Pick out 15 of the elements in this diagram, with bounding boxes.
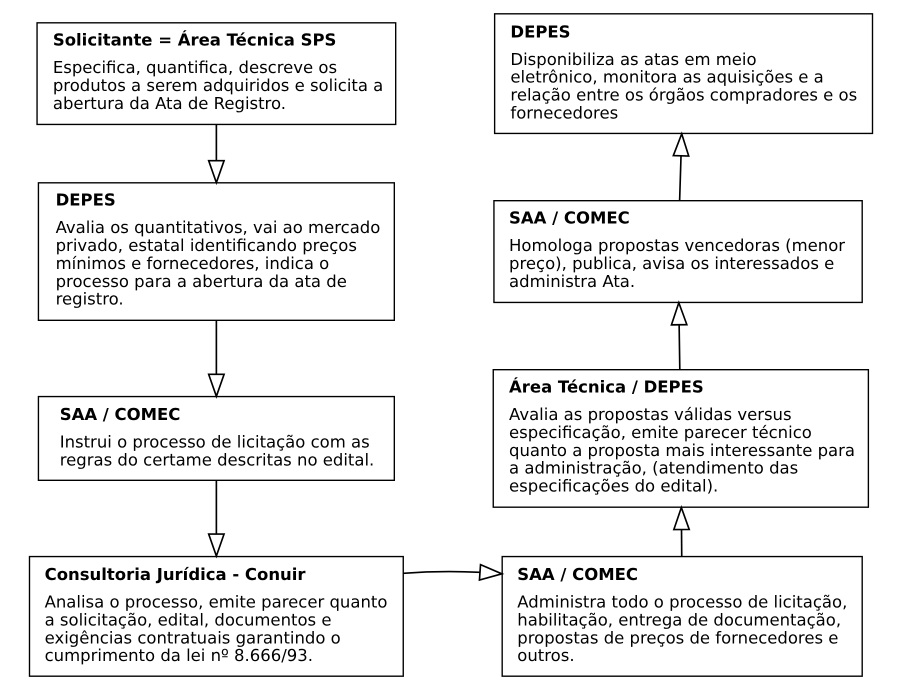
node-box: Consultoria Jurídica - Conuir Analisa o processo, emite parecer quanto a solicitação, edital, documentos e exigências contratuais garantindo o cumprimento da lei nº 8.666/93. <box>28 556 404 677</box>
arrow <box>670 300 688 370</box>
node-box: SAA / COMEC Instrui o processo de licitação com as regras do certame descritas no edital. <box>38 396 395 482</box>
node-box: SAA / COMEC Administra todo o processo de licitação, habilitação, entrega de documentação, propostas de preços de fornecedores e outros. <box>502 556 863 677</box>
arrow <box>208 124 226 186</box>
arrow <box>208 320 226 399</box>
node-box: DEPES Disponibiliza as atas em meio eletrônico, monitora as aquisições e a relação entre os órgãos compradores e os fornecedores <box>494 13 874 134</box>
arrow <box>208 480 226 558</box>
arrow <box>672 131 690 201</box>
node-box: Solicitante = Área Técnica SPS Especifica, quantifica, descreve os produtos a serem adquiridos e solicita a abertura da Ata de Registro. <box>36 22 396 126</box>
node-box: SAA / COMEC Homologa propostas vencedoras (menor preço), publica, avisa os interessados e administra Ata. <box>493 200 863 304</box>
node-box: Área Técnica / DEPES Avalia as propostas válidas versus especificação, emite parecer técnico quanto a proposta mais interessante para a administração, (atendimento das especificações do edital). <box>492 369 870 508</box>
arrow <box>672 505 690 557</box>
node-box: DEPES Avalia os quantitativos, vai ao mercado privado, estatal identificando preços mínimos e fornecedores, indica o processo para a abertura da ata de registro. <box>38 182 395 321</box>
arrow <box>403 563 504 582</box>
